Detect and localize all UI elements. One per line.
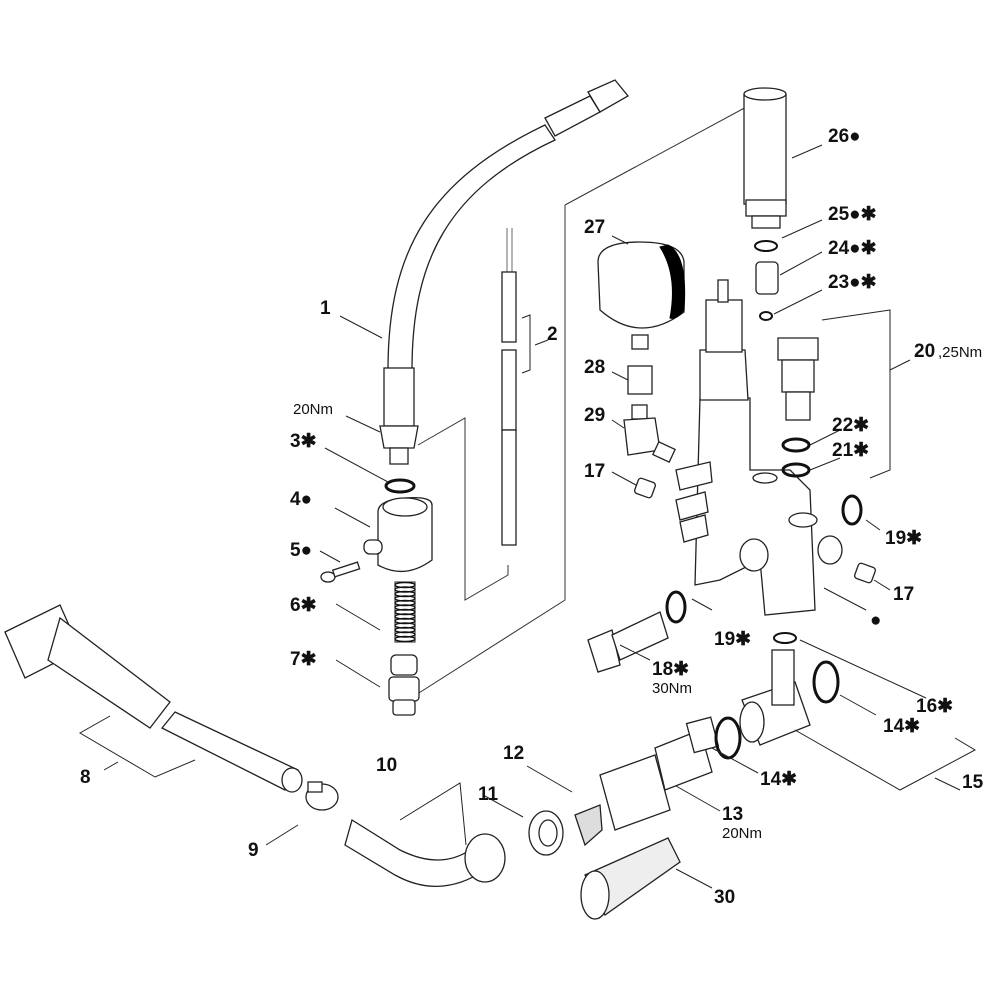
part-20-valve-cartridge xyxy=(777,337,819,421)
callout-14-lower: 14✱ xyxy=(760,769,797,790)
part-12-strainer xyxy=(574,804,603,847)
part-26-accumulator-tube xyxy=(743,87,787,229)
callout-12: 12 xyxy=(503,743,524,764)
pump-manifold xyxy=(675,279,843,616)
part-19-oring-upper xyxy=(841,494,863,526)
part-6-spring xyxy=(394,581,416,643)
part-15-tee-fitting xyxy=(739,649,811,746)
callout-15: 15 xyxy=(962,772,984,793)
leader-lines xyxy=(103,144,977,889)
callout-17-right: 17 xyxy=(893,584,914,605)
callout-23: 23●✱ xyxy=(828,272,877,293)
callout-29: 29 xyxy=(584,405,605,426)
callout-14-upper: 14✱ xyxy=(883,716,920,737)
callout-13: 13 xyxy=(722,804,743,825)
callout-30: 30 xyxy=(714,887,735,908)
part-29-elbow-fitting xyxy=(623,404,676,464)
part-28-coupling-nut xyxy=(627,365,653,395)
torque-part-13: 20Nm xyxy=(722,825,762,842)
callout-3: 3✱ xyxy=(290,431,317,452)
callout-4: 4● xyxy=(290,489,312,510)
callout-10: 10 xyxy=(376,755,397,776)
callout-28: 28 xyxy=(584,357,605,378)
part-5-screw xyxy=(320,561,361,583)
part-7-insert xyxy=(388,654,420,716)
callout-21: 21✱ xyxy=(832,440,869,461)
part-30-cone-strainer xyxy=(580,837,681,920)
callout-11: 11 xyxy=(478,784,499,805)
torque-part-20: ,25Nm xyxy=(938,344,982,361)
callout-dot: ● xyxy=(870,610,881,631)
callout-17-left: 17 xyxy=(584,461,605,482)
part-21-oring xyxy=(781,462,811,478)
part-2-rod xyxy=(501,228,531,546)
part-24-sleeve xyxy=(755,261,779,295)
spring-coil xyxy=(394,635,416,643)
assembly-frame xyxy=(399,104,751,706)
callout-1: 1 xyxy=(320,298,331,319)
part-10-elbow xyxy=(344,782,506,888)
part-19-oring-lower xyxy=(665,590,687,624)
part-17-plug-right xyxy=(854,562,876,584)
part-8-suction-hose xyxy=(4,604,303,793)
part-1-hose xyxy=(379,79,629,465)
callout-19-upper: 19✱ xyxy=(885,528,922,549)
part-25-oring xyxy=(754,240,778,252)
callout-8: 8 xyxy=(80,767,91,788)
part-22-oring xyxy=(781,437,811,453)
part-23-oring xyxy=(759,311,773,321)
callout-2: 2 xyxy=(547,324,558,345)
torque-part-18: 30Nm xyxy=(652,680,692,697)
callout-16: 16✱ xyxy=(916,696,953,717)
callout-20: 20 xyxy=(914,341,935,362)
callout-5: 5● xyxy=(290,540,312,561)
part-4-housing xyxy=(363,497,433,572)
callout-7: 7✱ xyxy=(290,649,317,670)
part-14-oring-lower xyxy=(714,716,742,760)
callout-27: 27 xyxy=(584,217,605,238)
callout-26: 26● xyxy=(828,126,861,147)
part-14-oring-upper xyxy=(812,660,840,704)
callout-labels: 1 2 20Nm 3✱ 4● 5● 6✱ 7✱ 8 9 10 11 12 13 … xyxy=(80,126,984,908)
callout-19-lower: 19✱ xyxy=(714,629,751,650)
callout-9: 9 xyxy=(248,840,259,861)
callout-22: 22✱ xyxy=(832,415,869,436)
part-13-inlet-fitting xyxy=(599,716,720,831)
callout-6: 6✱ xyxy=(290,595,317,616)
callout-18: 18✱ xyxy=(652,659,689,680)
torque-part-1: 20Nm xyxy=(293,401,333,418)
part-3-oring xyxy=(384,478,416,494)
part-9-clamp xyxy=(305,781,339,811)
callout-25: 25●✱ xyxy=(828,204,877,225)
part-11-washer xyxy=(528,810,564,856)
part-16-oring xyxy=(773,632,797,644)
part-27-pressure-accumulator xyxy=(597,241,686,350)
callout-24: 24●✱ xyxy=(828,238,877,259)
part-17-plug-left xyxy=(634,477,656,499)
